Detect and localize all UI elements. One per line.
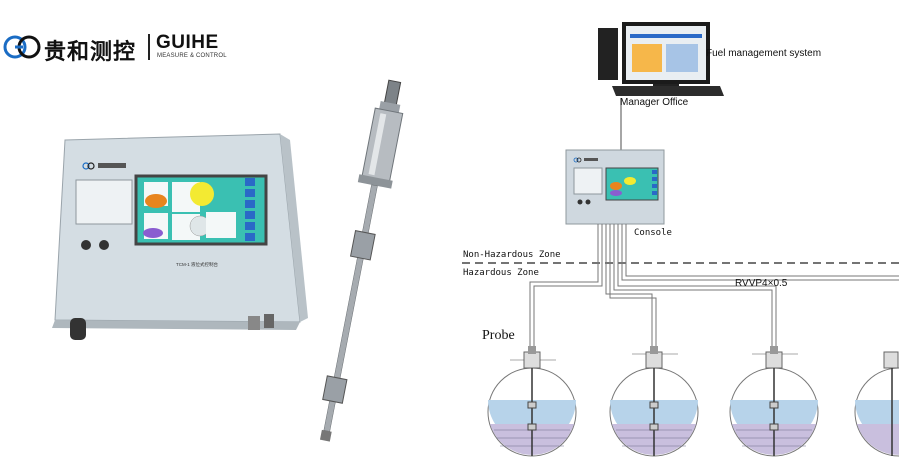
console-device	[52, 133, 308, 340]
console-model-caption: TCM-1 液位式控制台	[176, 262, 218, 267]
fuel-system-label: Fuel management system	[706, 48, 822, 59]
cable-spec-label: RVVP4×0.5	[735, 278, 788, 289]
probe-label: Probe	[482, 328, 515, 343]
tank-2	[609, 346, 699, 457]
brand-divider	[148, 34, 150, 60]
tank-1	[487, 346, 577, 457]
guihe-logo-icon	[3, 35, 41, 59]
tank-3	[729, 346, 819, 457]
brand-header: 贵和测控 GUIHE MEASURE & CONTROL	[0, 30, 230, 64]
computer-icon	[598, 22, 724, 96]
manager-office-label: Manager Office	[620, 97, 689, 108]
non-hazardous-zone-label: Non-Hazardous Zone	[463, 250, 561, 260]
system-diagram	[462, 22, 899, 457]
brand-tagline: MEASURE & CONTROL	[157, 53, 227, 59]
brand-name-en: GUIHE	[156, 32, 219, 53]
brand-name-zh: 贵和测控	[44, 39, 137, 64]
cable-bundle	[529, 224, 899, 346]
tank-4	[854, 351, 899, 457]
hazardous-zone-label: Hazardous Zone	[463, 268, 539, 278]
console-label: Console	[634, 228, 672, 238]
product-illustration	[52, 79, 404, 442]
console-unit	[565, 149, 665, 225]
probe-device	[319, 79, 404, 442]
